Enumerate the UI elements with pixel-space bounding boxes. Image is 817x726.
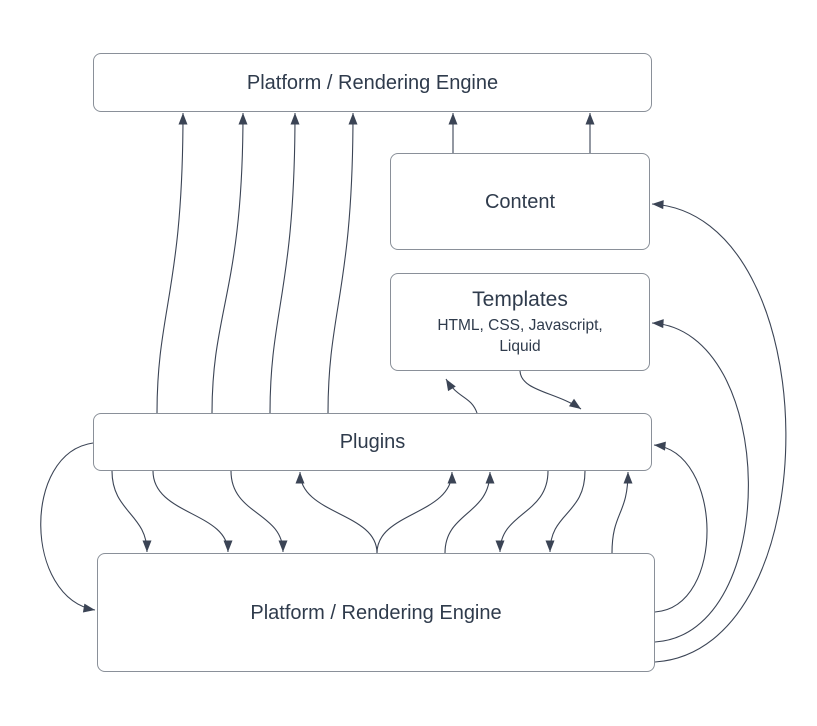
edge-plugins-left-loop-to-bottom-platform [40,442,96,613]
node-platform-bottom-label: Platform / Rendering Engine [250,601,502,624]
edge-bottom-platform-to-plugins-2 [376,471,457,554]
node-platform-bottom: Platform / Rendering Engine [97,553,655,672]
edge-plugins-to-bottom-platform-1 [111,470,152,553]
edge-plugins-to-bottom-platform-5 [545,470,586,553]
edge-plugins-to-bottom-platform-4 [495,470,549,553]
edge-templates-to-plugins [519,370,582,410]
node-content: Content [390,153,650,250]
edge-plugins-to-top-platform-4 [327,112,358,414]
edge-plugins-to-top-platform-1 [156,112,188,414]
node-platform-top-label: Platform / Rendering Engine [246,71,499,94]
edge-bottom-platform-to-plugins-right-arc [653,441,708,613]
node-plugins-label: Plugins [339,431,406,453]
edge-bottom-platform-to-plugins-1 [295,471,378,554]
edge-bottom-platform-to-content-arc [651,200,787,663]
edge-plugins-to-top-platform-2 [211,112,248,414]
node-templates-subtitle: HTML, CSS, Javascript, Liquid [437,317,603,355]
node-plugins: Plugins [93,413,652,471]
node-templates-title: Templates [472,288,568,311]
node-content-label: Content [484,190,556,213]
node-templates: Templates HTML, CSS, Javascript, Liquid [390,273,650,371]
node-platform-top: Platform / Rendering Engine [93,53,652,112]
edge-bottom-platform-to-plugins-4 [611,471,633,554]
edge-bottom-platform-to-plugins-3 [444,471,495,554]
edge-plugins-to-top-platform-3 [269,112,300,414]
edge-plugins-to-templates [445,378,478,414]
edge-bottom-platform-to-templates-arc [651,319,749,643]
edge-plugins-to-bottom-platform-2 [152,470,233,553]
edge-plugins-to-bottom-platform-3 [230,470,288,553]
